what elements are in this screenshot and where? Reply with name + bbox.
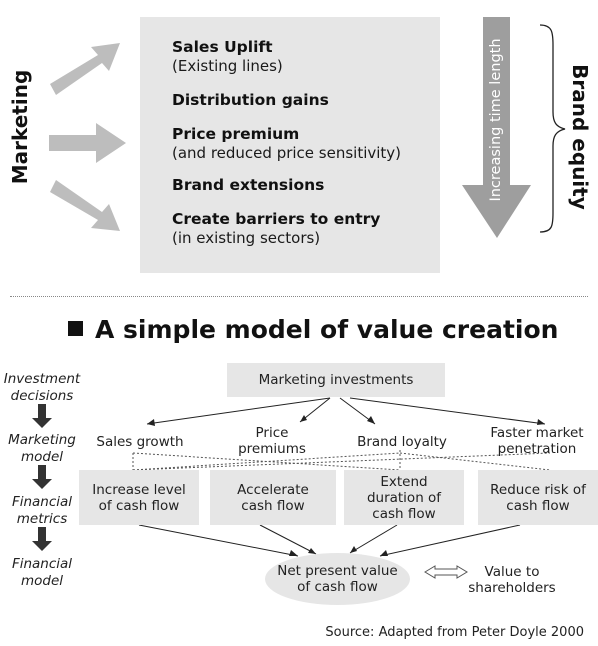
metric-line: duration of xyxy=(366,489,442,506)
metric-line: Reduce risk of xyxy=(490,481,586,498)
benefit-title: Brand extensions xyxy=(172,176,325,194)
stage-line: model xyxy=(20,573,64,589)
connector-heads xyxy=(147,415,545,556)
metric-line: cash flow xyxy=(372,505,436,522)
metric-line: cash flow xyxy=(241,497,305,514)
stage-arrows xyxy=(32,404,52,551)
time-arrow xyxy=(462,17,531,238)
npv-line: of cash flow xyxy=(297,579,378,595)
stage-line: Marketing xyxy=(8,432,76,448)
stage-label: Financial model xyxy=(0,556,84,590)
driver-line: penetration xyxy=(497,441,577,457)
title-square-icon xyxy=(68,321,83,336)
benefit-title: Price premium xyxy=(172,125,300,143)
value-line: shareholders xyxy=(468,580,556,596)
metric-line: of cash flow xyxy=(98,497,180,514)
benefit-item: Create barriers to entry (in existing se… xyxy=(172,210,380,248)
time-arrow-text: Increasing time length xyxy=(488,38,504,202)
marketing-arrow-up xyxy=(50,43,120,95)
stage-label: Investment decisions xyxy=(0,371,84,405)
marketing-arrow-mid xyxy=(49,123,126,163)
driver-line: Faster market xyxy=(490,425,584,441)
benefit-title: Distribution gains xyxy=(172,91,329,109)
benefit-sub: (in existing sectors) xyxy=(172,229,321,247)
stage-label: Marketing model xyxy=(0,432,84,466)
benefit-item: Sales Uplift (Existing lines) xyxy=(172,38,283,76)
benefit-sub: (and reduced price sensitivity) xyxy=(172,144,402,162)
model-title-text: A simple model of value creation xyxy=(95,315,559,344)
metric-line: Increase level xyxy=(92,481,186,498)
metric-line: cash flow xyxy=(506,497,570,514)
marketing-investments-box: Marketing investments xyxy=(227,363,445,397)
marketing-label-text: Marketing xyxy=(8,69,32,185)
stage-line: metrics xyxy=(16,511,68,527)
npv-value-arrow xyxy=(424,565,468,579)
metric-line: Accelerate xyxy=(237,481,309,498)
section-divider xyxy=(10,296,588,297)
stage-line: Financial xyxy=(11,556,73,572)
benefit-item: Price premium (and reduced price sensiti… xyxy=(172,125,401,163)
value-line: Value to xyxy=(484,564,540,580)
shareholder-value-label: Value to shareholders xyxy=(462,564,562,596)
stage-line: Investment xyxy=(3,371,81,387)
driver-label: Price premiums xyxy=(230,425,314,457)
stage-label: Financial metrics xyxy=(0,494,84,528)
benefit-item: Brand extensions xyxy=(172,176,324,195)
driver-line: Brand loyalty xyxy=(357,434,447,450)
benefit-title: Sales Uplift xyxy=(172,38,273,56)
driver-label: Sales growth xyxy=(88,434,192,450)
benefit-sub: (Existing lines) xyxy=(172,57,283,75)
brand-equity-label-text: Brand equity xyxy=(568,64,592,210)
driver-label: Faster market penetration xyxy=(480,425,594,457)
stage-line: decisions xyxy=(10,388,74,404)
benefit-item: Distribution gains xyxy=(172,91,329,110)
metric-line: Extend xyxy=(380,473,428,490)
root-text: Marketing investments xyxy=(258,372,414,388)
model-title: A simple model of value creation xyxy=(68,315,558,344)
benefits-box xyxy=(140,17,440,273)
stage-line: Financial xyxy=(11,494,73,510)
driver-line: Sales growth xyxy=(96,434,184,450)
driver-label: Brand loyalty xyxy=(350,434,454,450)
benefit-title: Create barriers to entry xyxy=(172,210,381,228)
brand-equity-brace xyxy=(539,24,566,233)
source-note: Source: Adapted from Peter Doyle 2000 xyxy=(325,625,584,640)
stage-line: model xyxy=(20,449,64,465)
driver-line: Price xyxy=(255,425,289,441)
npv-line: Net present value xyxy=(277,563,398,579)
driver-line: premiums xyxy=(238,441,306,457)
marketing-arrow-down xyxy=(50,180,120,231)
dashed-links xyxy=(132,450,551,471)
